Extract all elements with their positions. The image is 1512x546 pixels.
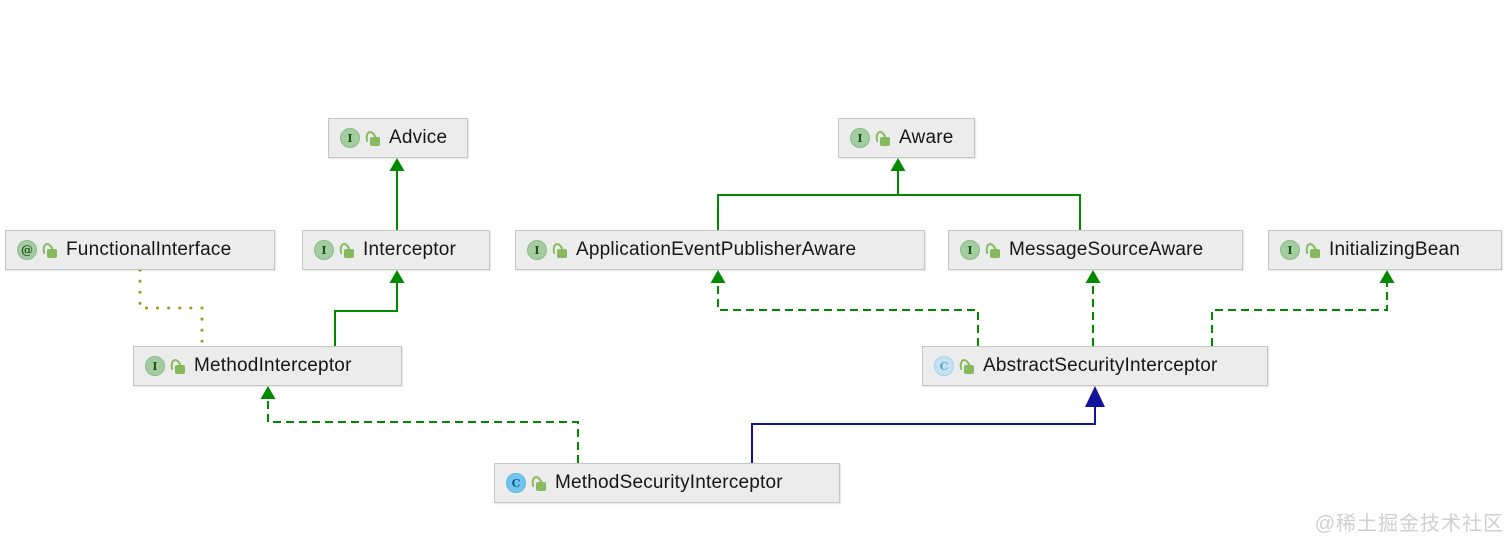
arrowhead-methodinterceptor-extends-interceptor: [389, 270, 405, 283]
class-node-initializing-bean[interactable]: I InitializingBean: [1268, 230, 1502, 270]
public-lock-icon: [957, 357, 974, 374]
class-node-aware[interactable]: I Aware: [838, 118, 975, 158]
arrowhead-methodsecurityinterceptor-implements-methodinterceptor: [260, 386, 276, 399]
public-lock-icon: [337, 241, 354, 258]
interface-icon: I: [850, 128, 870, 148]
arrowhead-methodsecurityinterceptor-extends-abstractsecurityinterceptor: [1085, 386, 1105, 407]
class-name-label: Interceptor: [363, 239, 457, 260]
class-node-functional-interface[interactable]: @ FunctionalInterface: [5, 230, 275, 270]
interface-icon: I: [314, 240, 334, 260]
class-node-interceptor[interactable]: I Interceptor: [302, 230, 490, 270]
public-lock-icon: [983, 241, 1000, 258]
class-node-abstract-security-interceptor[interactable]: C AbstractSecurityInterceptor: [922, 346, 1268, 386]
class-name-label: Aware: [899, 127, 954, 148]
annotation-icon: @: [17, 240, 37, 260]
public-lock-icon: [168, 357, 185, 374]
edge-aware-subinterfaces-trunk: [717, 194, 1081, 230]
edge-abstractsecurityinterceptor-implements-applicationeventpublisheraware: [717, 283, 979, 346]
class-name-label: FunctionalInterface: [66, 239, 232, 260]
abstract-class-icon: C: [934, 356, 954, 376]
public-lock-icon: [363, 129, 380, 146]
edge-methodinterceptor-extends-interceptor: [334, 283, 398, 346]
interface-icon: I: [145, 356, 165, 376]
class-name-label: MethodInterceptor: [194, 355, 352, 376]
class-name-label: MethodSecurityInterceptor: [555, 472, 783, 493]
class-node-message-source-aware[interactable]: I MessageSourceAware: [948, 230, 1243, 270]
interface-icon: I: [960, 240, 980, 260]
public-lock-icon: [529, 474, 546, 491]
arrowhead-aware-trunk-stem: [890, 158, 906, 171]
class-node-application-event-publisher-aware[interactable]: I ApplicationEventPublisherAware: [515, 230, 925, 270]
class-name-label: AbstractSecurityInterceptor: [983, 355, 1218, 376]
class-icon: C: [506, 473, 526, 493]
arrowhead-abstractsecurityinterceptor-implements-messagesourceaware: [1085, 270, 1101, 283]
public-lock-icon: [1303, 241, 1320, 258]
public-lock-icon: [40, 241, 57, 258]
interface-icon: I: [340, 128, 360, 148]
class-name-label: ApplicationEventPublisherAware: [576, 239, 857, 260]
edge-methodsecurityinterceptor-extends-abstractsecurityinterceptor: [751, 407, 1096, 463]
public-lock-icon: [550, 241, 567, 258]
edge-functionalinterface-annotates-methodinterceptor: [138, 268, 204, 348]
arrowhead-interceptor-extends-advice: [389, 158, 405, 171]
interface-icon: I: [1280, 240, 1300, 260]
edge-abstractsecurityinterceptor-implements-initializingbean: [1211, 283, 1388, 346]
interface-icon: I: [527, 240, 547, 260]
class-node-advice[interactable]: I Advice: [328, 118, 468, 158]
arrowhead-abstractsecurityinterceptor-implements-initializingbean: [1379, 270, 1395, 283]
class-name-label: MessageSourceAware: [1009, 239, 1204, 260]
class-name-label: InitializingBean: [1329, 239, 1461, 260]
class-name-label: Advice: [389, 127, 448, 148]
class-node-method-interceptor[interactable]: I MethodInterceptor: [133, 346, 402, 386]
arrowhead-abstractsecurityinterceptor-implements-applicationeventpublisheraware: [710, 270, 726, 283]
public-lock-icon: [873, 129, 890, 146]
watermark-text: @稀土掘金技术社区: [1314, 513, 1504, 535]
class-node-method-security-interceptor[interactable]: C MethodSecurityInterceptor: [494, 463, 840, 503]
edge-methodsecurityinterceptor-implements-methodinterceptor: [267, 399, 579, 463]
